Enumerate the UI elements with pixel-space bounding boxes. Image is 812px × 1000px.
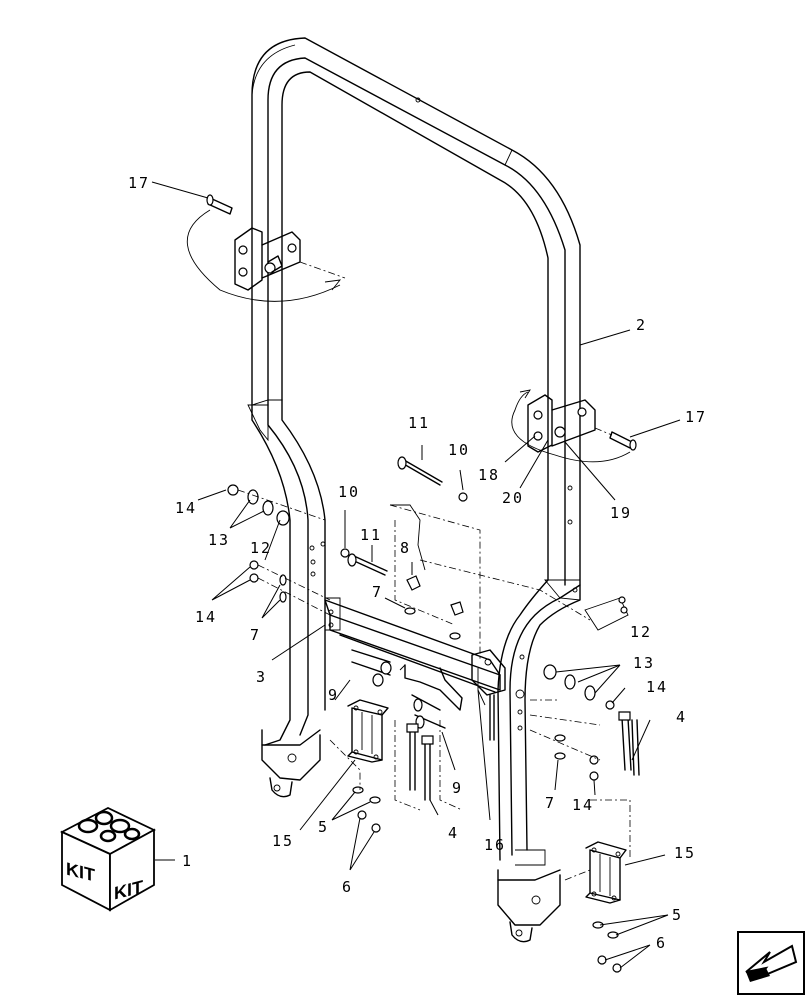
callout-13: 13 bbox=[208, 531, 230, 549]
callout-7: 7 bbox=[372, 583, 383, 601]
callout-9: 9 bbox=[452, 779, 463, 797]
callout-11: 11 bbox=[408, 414, 430, 432]
callout-17: 17 bbox=[685, 408, 707, 426]
lock-pin-right bbox=[511, 389, 637, 463]
callout-18: 18 bbox=[478, 466, 500, 484]
callout-5: 5 bbox=[318, 818, 329, 836]
callout-2: 2 bbox=[636, 316, 647, 334]
callout-5: 5 bbox=[672, 906, 683, 924]
hardware-right bbox=[529, 664, 640, 973]
cross-member bbox=[324, 597, 506, 711]
lock-pin-left bbox=[186, 194, 346, 302]
rops-frame bbox=[247, 37, 581, 943]
callout-17: 17 bbox=[128, 174, 150, 192]
kit-box-icon: KIT KIT bbox=[59, 806, 156, 912]
leader-lines bbox=[151, 181, 681, 969]
callout-20: 20 bbox=[502, 489, 524, 507]
callout-14: 14 bbox=[175, 499, 197, 517]
callout-16: 16 bbox=[484, 836, 506, 854]
hardware-left bbox=[227, 484, 331, 616]
callout-8: 8 bbox=[400, 539, 411, 557]
callout-12: 12 bbox=[630, 623, 652, 641]
mount-bracket-left bbox=[347, 699, 389, 763]
hinge-right bbox=[527, 394, 596, 453]
callout-14: 14 bbox=[195, 608, 217, 626]
callout-12: 12 bbox=[250, 539, 272, 557]
callout-19: 19 bbox=[610, 504, 632, 522]
mount-bracket-right bbox=[585, 841, 627, 904]
callout-11: 11 bbox=[360, 526, 382, 544]
callout-1: 1 bbox=[182, 852, 193, 870]
callout-13: 13 bbox=[633, 654, 655, 672]
callout-15: 15 bbox=[674, 844, 696, 862]
support-rod bbox=[489, 694, 495, 741]
callout-14: 14 bbox=[646, 678, 668, 696]
hinge-left bbox=[234, 227, 301, 291]
callout-15: 15 bbox=[272, 832, 294, 850]
callout-3: 3 bbox=[256, 668, 267, 686]
next-page-arrow-icon[interactable] bbox=[737, 931, 805, 995]
hardware-center bbox=[329, 456, 629, 833]
callout-6: 6 bbox=[656, 934, 667, 952]
callout-4: 4 bbox=[448, 824, 459, 842]
callout-7: 7 bbox=[250, 626, 261, 644]
callout-14: 14 bbox=[572, 796, 594, 814]
callout-labels: 17 2 17 11 10 18 20 19 14 10 11 13 12 8 … bbox=[128, 174, 707, 952]
callout-7: 7 bbox=[545, 794, 556, 812]
callout-9: 9 bbox=[328, 686, 339, 704]
callout-10: 10 bbox=[338, 483, 360, 501]
callout-6: 6 bbox=[342, 878, 353, 896]
callout-4: 4 bbox=[676, 708, 687, 726]
callout-10: 10 bbox=[448, 441, 470, 459]
